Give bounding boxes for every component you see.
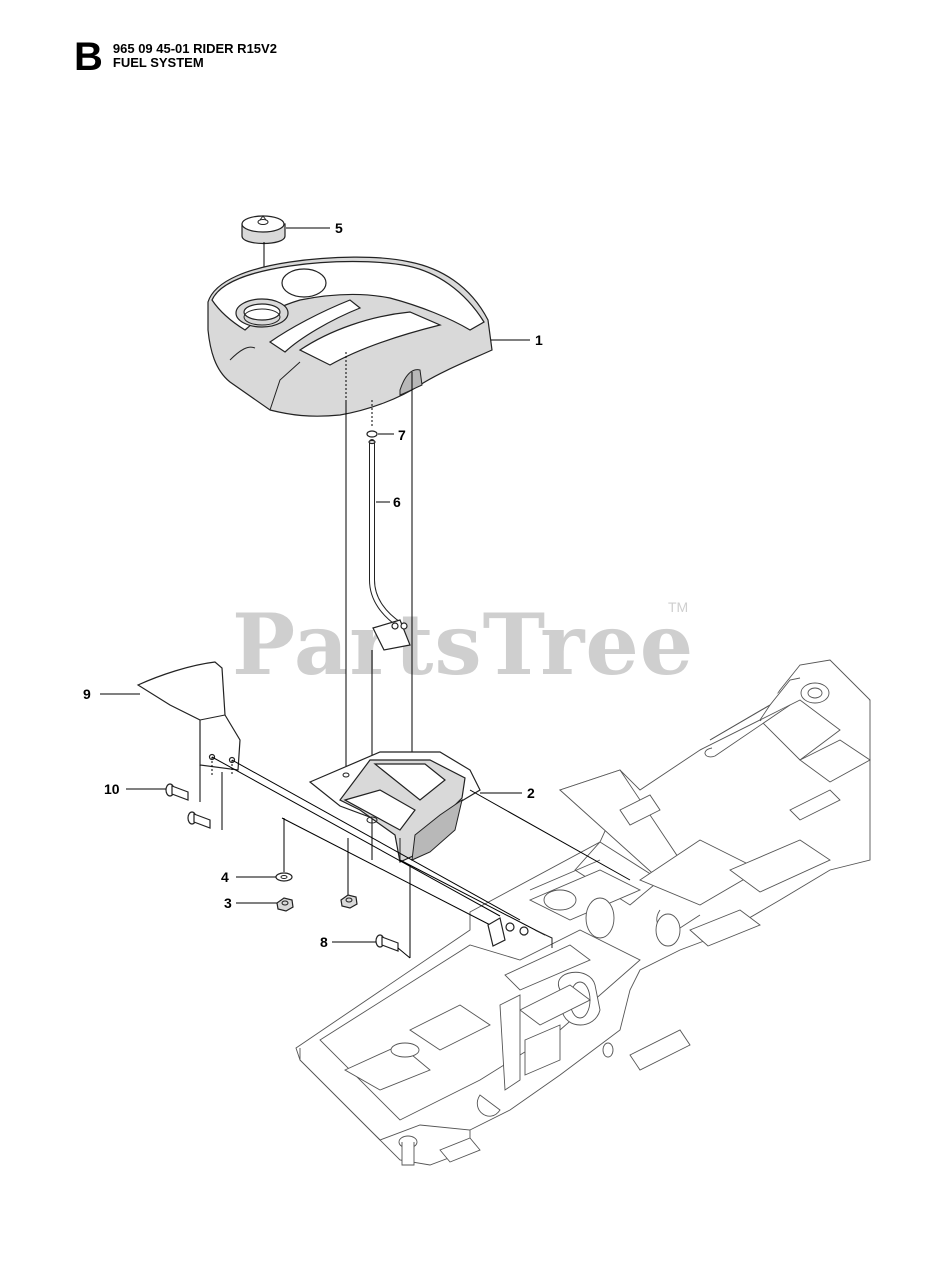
callout-8: 8: [320, 934, 328, 950]
lock-nut-b: [340, 894, 358, 909]
washer: [275, 872, 293, 882]
fuel-hose: [368, 439, 411, 651]
model-line: 965 09 45-01 RIDER R15V2: [112, 41, 277, 56]
shield-line-a: [211, 756, 501, 917]
callout-1: 1: [535, 332, 543, 348]
header-text: 965 09 45-01 RIDER R15V2 FUEL SYSTEM: [113, 40, 277, 70]
callout-6: 6: [393, 494, 401, 510]
section-title: FUEL SYSTEM: [112, 55, 204, 70]
callout-9: 9: [83, 686, 91, 702]
hose-clamp: [366, 430, 378, 438]
callout-5: 5: [335, 220, 343, 236]
bolt-10a: [165, 783, 189, 801]
shield-plate: [136, 661, 241, 775]
callout-2: 2: [527, 785, 535, 801]
bracket-line-d: [469, 789, 631, 881]
fuel-cap: [241, 215, 286, 245]
chassis-frame: [295, 659, 871, 1166]
page-header: B 965 09 45-01 RIDER R15V2 FUEL SYSTEM: [74, 35, 277, 79]
callout-3: 3: [224, 895, 232, 911]
callout-4: 4: [221, 869, 229, 885]
shield-line-c: [281, 817, 501, 931]
bolt-8: [375, 934, 411, 959]
shield-line-b: [231, 759, 521, 921]
watermark-tm: TM: [668, 599, 688, 615]
frame-hardware: [487, 917, 553, 948]
bracket-line-e: [399, 859, 546, 936]
tank-bracket: [308, 751, 481, 867]
callout-10: 10: [104, 781, 120, 797]
section-letter: B: [74, 35, 103, 79]
callout-7: 7: [398, 427, 406, 443]
lock-nut-a: [276, 897, 294, 912]
watermark-text: PartsTree: [232, 595, 694, 694]
bolt-10b: [187, 811, 211, 829]
fuel-tank: [207, 256, 493, 417]
